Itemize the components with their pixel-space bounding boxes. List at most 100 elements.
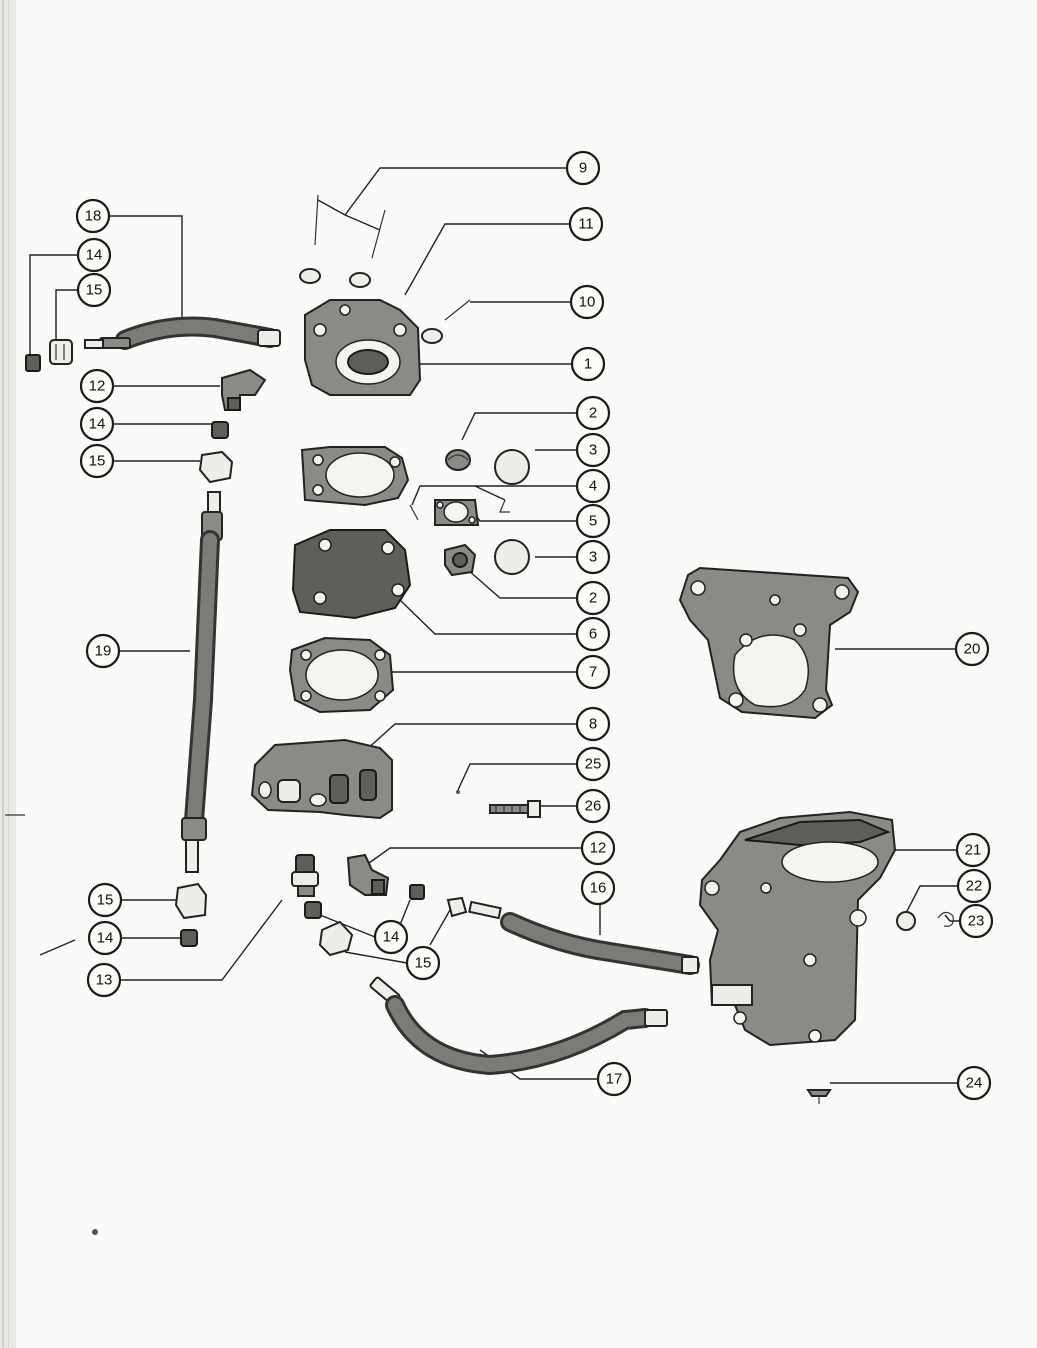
svg-text:2: 2 xyxy=(589,405,597,422)
part-21-gear-housing xyxy=(698,810,897,1047)
svg-text:15: 15 xyxy=(86,282,103,299)
callout-3-lower: 3 xyxy=(575,539,611,575)
callout-2-lower: 2 xyxy=(575,580,611,616)
part-20-adapter-plate xyxy=(678,566,860,720)
callout-24: 24 xyxy=(956,1065,992,1101)
callout-15-left: 15 xyxy=(79,443,115,479)
part-16-hose xyxy=(468,900,700,975)
part-15-sleeve-mid-a xyxy=(318,920,354,957)
callout-labels: 9 11 10 1 2 3 4 5 3 2 6 7 20 8 25 26 12 … xyxy=(75,150,994,1101)
callout-15-top: 15 xyxy=(76,272,112,308)
part-17-hose xyxy=(369,976,668,1076)
svg-text:19: 19 xyxy=(95,643,112,660)
svg-text:16: 16 xyxy=(590,880,607,897)
part-3-top xyxy=(494,449,530,485)
part-23-clip xyxy=(937,911,954,927)
svg-text:4: 4 xyxy=(589,478,597,495)
callout-3-top: 3 xyxy=(575,432,611,468)
scan-edge-noise xyxy=(0,0,16,1348)
part-4-keys xyxy=(409,499,510,521)
part-15-sleeve-left xyxy=(198,450,234,484)
svg-text:9: 9 xyxy=(579,160,587,177)
scan-speck xyxy=(92,1229,98,1235)
callout-16: 16 xyxy=(580,870,616,906)
svg-text:18: 18 xyxy=(85,208,102,225)
svg-text:14: 14 xyxy=(89,416,106,433)
callout-20: 20 xyxy=(954,631,990,667)
svg-text:24: 24 xyxy=(966,1075,983,1092)
callout-7: 7 xyxy=(575,654,611,690)
callout-1: 1 xyxy=(570,346,606,382)
svg-text:21: 21 xyxy=(965,842,982,859)
svg-text:15: 15 xyxy=(89,453,106,470)
svg-text:26: 26 xyxy=(585,798,602,815)
part-14-nut-bottom xyxy=(180,929,198,947)
part-25-washer xyxy=(456,790,460,794)
part-7-gasket xyxy=(288,636,395,714)
part-18-hose xyxy=(84,316,281,350)
callout-17: 17 xyxy=(596,1061,632,1097)
callout-19: 19 xyxy=(85,633,121,669)
part-26-screw xyxy=(489,800,541,818)
callout-25: 25 xyxy=(575,746,611,782)
callout-6: 6 xyxy=(575,616,611,652)
part-8-pump-base xyxy=(250,738,393,820)
callout-4: 4 xyxy=(575,468,611,504)
part-6-plate xyxy=(291,529,412,620)
svg-text:13: 13 xyxy=(96,972,113,989)
part-14-nut-top xyxy=(25,354,41,372)
part-14-nut-mid-a xyxy=(304,901,322,919)
part-24-screw xyxy=(806,1089,832,1104)
callout-13: 13 xyxy=(86,962,122,998)
svg-text:22: 22 xyxy=(966,878,983,895)
part-15-sleeve-bottom xyxy=(174,882,208,920)
part-22-ring xyxy=(896,911,916,931)
svg-text:14: 14 xyxy=(383,929,400,946)
part-13-connector xyxy=(291,854,319,897)
part-19-hose xyxy=(181,491,223,873)
callout-5: 5 xyxy=(575,503,611,539)
svg-text:10: 10 xyxy=(579,294,596,311)
callout-2-top: 2 xyxy=(575,395,611,431)
part-2-lower xyxy=(444,543,477,577)
part-10-pin xyxy=(444,299,471,321)
callout-10: 10 xyxy=(569,284,605,320)
callout-23: 23 xyxy=(958,903,994,939)
svg-text:3: 3 xyxy=(589,549,597,566)
svg-text:8: 8 xyxy=(589,716,597,733)
svg-text:15: 15 xyxy=(415,955,432,972)
callout-21: 21 xyxy=(955,832,991,868)
part-9-pins xyxy=(314,194,386,259)
svg-text:20: 20 xyxy=(964,641,981,658)
svg-text:5: 5 xyxy=(589,513,597,530)
svg-text:7: 7 xyxy=(589,664,597,681)
part-15-sleeve-mid-b xyxy=(446,896,468,918)
callout-12-left: 12 xyxy=(79,368,115,404)
callout-14-bottom: 14 xyxy=(87,920,123,956)
callout-14-top: 14 xyxy=(76,237,112,273)
svg-text:15: 15 xyxy=(97,892,114,909)
part-gasket-upper xyxy=(300,446,410,507)
svg-text:2: 2 xyxy=(589,590,597,607)
svg-text:17: 17 xyxy=(606,1071,623,1088)
svg-text:12: 12 xyxy=(89,378,106,395)
callout-11: 11 xyxy=(568,206,604,242)
part-2-top xyxy=(445,449,471,471)
callout-8: 8 xyxy=(575,706,611,742)
callout-12-right: 12 xyxy=(580,830,616,866)
callout-15-middle: 15 xyxy=(405,945,441,981)
part-15-sleeve-top xyxy=(49,339,73,365)
svg-text:12: 12 xyxy=(590,840,607,857)
callout-26: 26 xyxy=(575,788,611,824)
svg-text:23: 23 xyxy=(968,913,985,930)
part-14-nut-left xyxy=(211,421,229,439)
svg-text:11: 11 xyxy=(578,216,594,233)
callout-14-left: 14 xyxy=(79,406,115,442)
callout-9: 9 xyxy=(565,150,601,186)
callout-15-bottom: 15 xyxy=(87,882,123,918)
callout-18: 18 xyxy=(75,198,111,234)
callout-14-middle: 14 xyxy=(373,919,409,955)
part-5-impeller xyxy=(434,499,480,526)
